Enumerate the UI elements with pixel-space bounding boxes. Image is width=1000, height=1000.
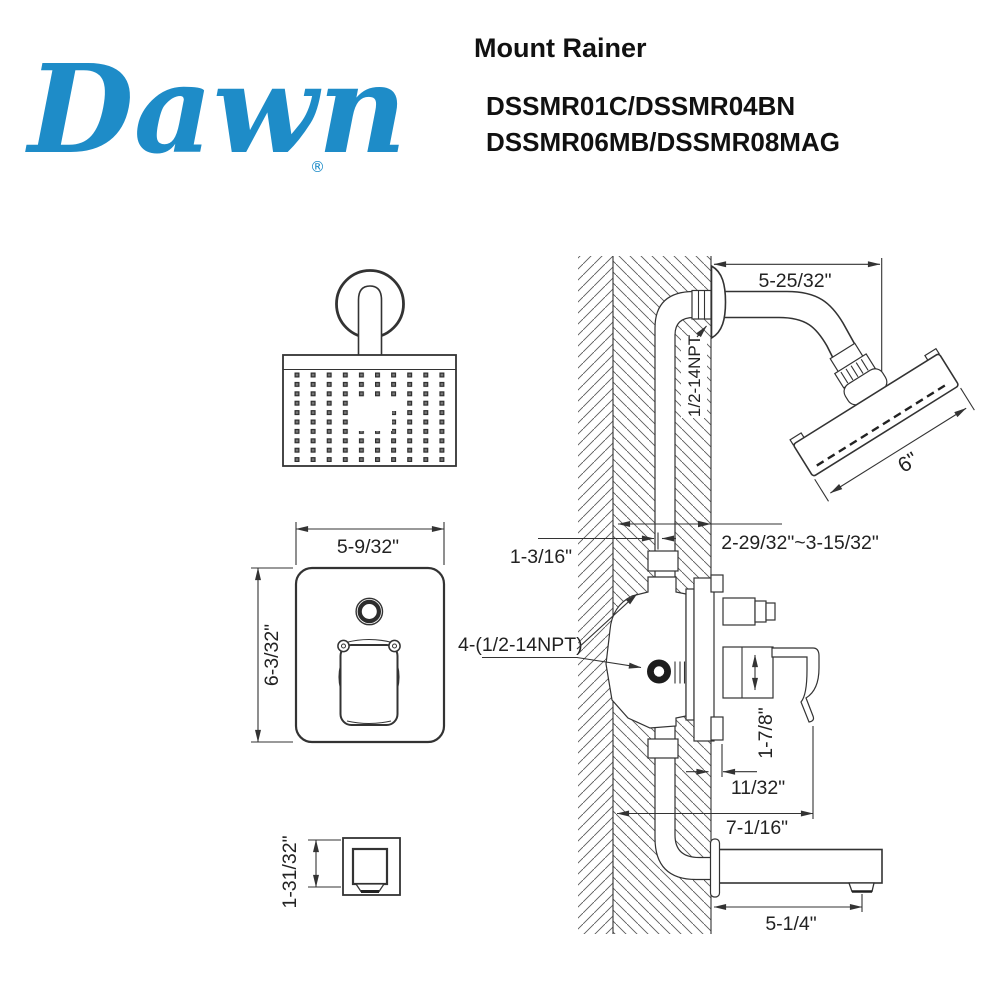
npt-leader	[696, 325, 707, 338]
stop-valve-step	[754, 600, 767, 623]
dim-offset-label: 1-3/16"	[510, 546, 572, 568]
product-title: Mount Rainer	[474, 33, 647, 63]
dimension-annotations: 5-25/32" 1/2-14NPT 2-29/32"~3-15/32" 1-3…	[251, 261, 881, 935]
valve-backplate	[685, 588, 695, 721]
dim-line-head-width	[830, 407, 967, 494]
showerhead-front-view	[282, 269, 457, 467]
dim-depth-arrow	[698, 520, 711, 528]
screw-right	[388, 639, 401, 653]
shower-arm-front	[357, 285, 383, 358]
arm-flange-side	[710, 264, 727, 340]
nut-knurl4	[855, 362, 864, 374]
plate-handle	[339, 644, 399, 726]
nut-knurl3	[850, 365, 859, 378]
trim-tab-top	[710, 574, 724, 593]
pipe-union-upper	[647, 550, 679, 572]
brand-logo-text: Dawn	[25, 37, 407, 181]
spout-opening	[351, 847, 389, 886]
dim-plate-width-label: 5-9/32"	[337, 536, 399, 558]
valve-side-view	[605, 574, 820, 742]
nut-knurl5	[860, 359, 869, 371]
screw-left-slot	[341, 643, 346, 649]
screw-left	[337, 639, 350, 653]
valve-port-center	[653, 666, 665, 677]
dim-valve-spout-label: 7-1/16"	[726, 817, 788, 839]
ports-leader-1	[482, 656, 642, 669]
screw-right-slot	[392, 643, 397, 649]
nozzle-gap	[352, 399, 392, 431]
wall-stud-hatch	[578, 256, 613, 934]
nut-knurl2	[845, 368, 854, 381]
title-block: Mount Rainer DSSMR01C/DSSMR04BN DSSMR06M…	[474, 33, 840, 157]
model-numbers-line1: DSSMR01C/DSSMR04BN	[486, 91, 795, 121]
valve-plaster-guard	[693, 577, 715, 742]
dim-clearance-label: 11/32"	[731, 777, 785, 799]
diverter-button-ring	[357, 599, 381, 624]
stop-valve-cap	[765, 602, 776, 621]
handle-bottom-arc	[346, 720, 392, 725]
npt-label-bg	[681, 336, 707, 418]
stop-valve-body	[722, 597, 756, 626]
dim-depth-range-label: 2-29/32"~3-15/32"	[721, 532, 879, 554]
trim-plate-front-view	[294, 566, 446, 744]
tub-spout-side-view	[709, 838, 883, 898]
brand-logo: Dawn ®	[25, 37, 407, 181]
lever-handle	[771, 647, 820, 723]
dim-plate-height-label: 6-3/32"	[261, 624, 283, 686]
tub-spout	[717, 848, 883, 884]
ports-leader-2	[576, 593, 638, 650]
dim-spout-reach-label: 5-1/4"	[765, 913, 816, 935]
handle-hub	[722, 646, 774, 699]
model-numbers-line2: DSSMR06MB/DSSMR08MAG	[486, 127, 840, 157]
dim-spout-face-label: 1-31/32"	[279, 835, 301, 908]
dim-ports-label: 4-(1/2-14NPT)	[458, 634, 583, 656]
handle-left-ear	[338, 664, 342, 690]
registered-mark: ®	[310, 158, 325, 176]
handle-right-ear	[396, 664, 400, 690]
nut-knurl1	[840, 371, 849, 384]
spout-flange	[709, 838, 721, 898]
arm-nipple	[691, 289, 712, 320]
spout-front-view	[342, 837, 401, 896]
ext-head-right	[960, 387, 975, 411]
dim-arm-thread-label: 1/2-14NPT	[685, 335, 704, 417]
nozzle-gap-step	[386, 399, 402, 411]
trim-tab-bottom	[710, 716, 724, 741]
dim-arm-reach-label: 5-25/32"	[758, 270, 831, 292]
dim-outlet-drop-label: 1-7/8"	[755, 707, 777, 758]
ext-head-left	[814, 478, 829, 502]
diverter-knob	[848, 882, 875, 893]
handle-top-arc	[345, 638, 393, 644]
pipe-union-lower	[647, 738, 679, 759]
